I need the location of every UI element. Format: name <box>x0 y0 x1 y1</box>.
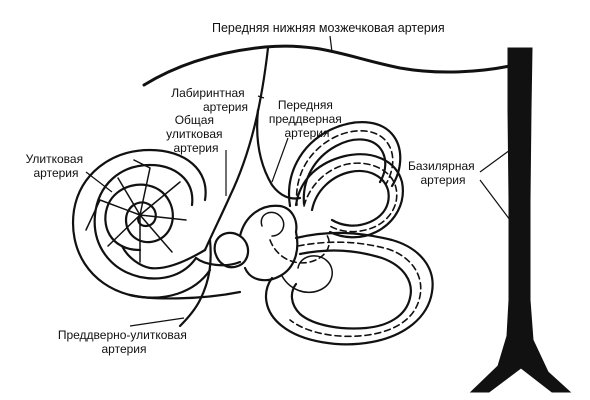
label-aica: Передняя нижняя мозжечковая артерия <box>212 21 445 35</box>
posterior-semicircular-canal-outer <box>287 121 402 208</box>
vestibule-inner-dash <box>269 233 330 264</box>
label-vestibulocochlear-artery: Преддверно-улитковая артерия <box>58 328 190 356</box>
leader-basilar <box>479 149 511 221</box>
labyrinthine-artery-vessel <box>203 46 270 252</box>
posterior-canal-artery <box>295 130 394 206</box>
lateral-canal-artery <box>289 241 422 338</box>
cochlear-radial-arteries <box>85 159 187 263</box>
anterior-vestibular-artery-vessel <box>256 108 302 200</box>
cochlea-inner-canal <box>93 163 198 280</box>
lateral-semicircular-canal-outer <box>264 231 434 346</box>
superior-semicircular-canal-inner <box>310 169 390 227</box>
vestibulocochlear-artery-vessel <box>178 238 212 328</box>
lateral-semicircular-canal-inner <box>290 249 412 330</box>
cochlear-duct-lower <box>128 256 242 300</box>
label-basilar-artery: Базилярная артерия <box>408 159 478 187</box>
cochlear-artery-vessel <box>120 244 207 270</box>
superior-semicircular-canal-outer <box>294 153 404 239</box>
label-labyrinthine-artery: Лабиринтная артерия <box>171 86 248 114</box>
leader-anterior-vestibular <box>271 137 289 183</box>
vestibule-saccule <box>213 231 250 269</box>
basilar-artery-vessel <box>469 47 572 393</box>
anterior-inferior-cerebellar-artery-vessel <box>142 44 512 87</box>
leader-aica <box>329 35 333 53</box>
vestibule-inner-loops <box>281 255 333 294</box>
label-anterior-vestibular-artery: Передняя преддверная артерия <box>269 98 345 140</box>
leader-vestibulocochlear <box>129 317 185 327</box>
leader-cochlear <box>85 171 113 193</box>
superior-canal-artery <box>303 162 398 233</box>
leader-labyrinthine <box>257 95 265 99</box>
posterior-semicircular-canal-inner <box>302 138 387 206</box>
label-cochlear-artery: Улитковая артерия <box>26 152 87 180</box>
vestibule-small-loop <box>260 211 285 237</box>
vestibule-body <box>238 204 299 282</box>
label-common-cochlear-artery: Общая улитковая артерия <box>166 113 226 155</box>
